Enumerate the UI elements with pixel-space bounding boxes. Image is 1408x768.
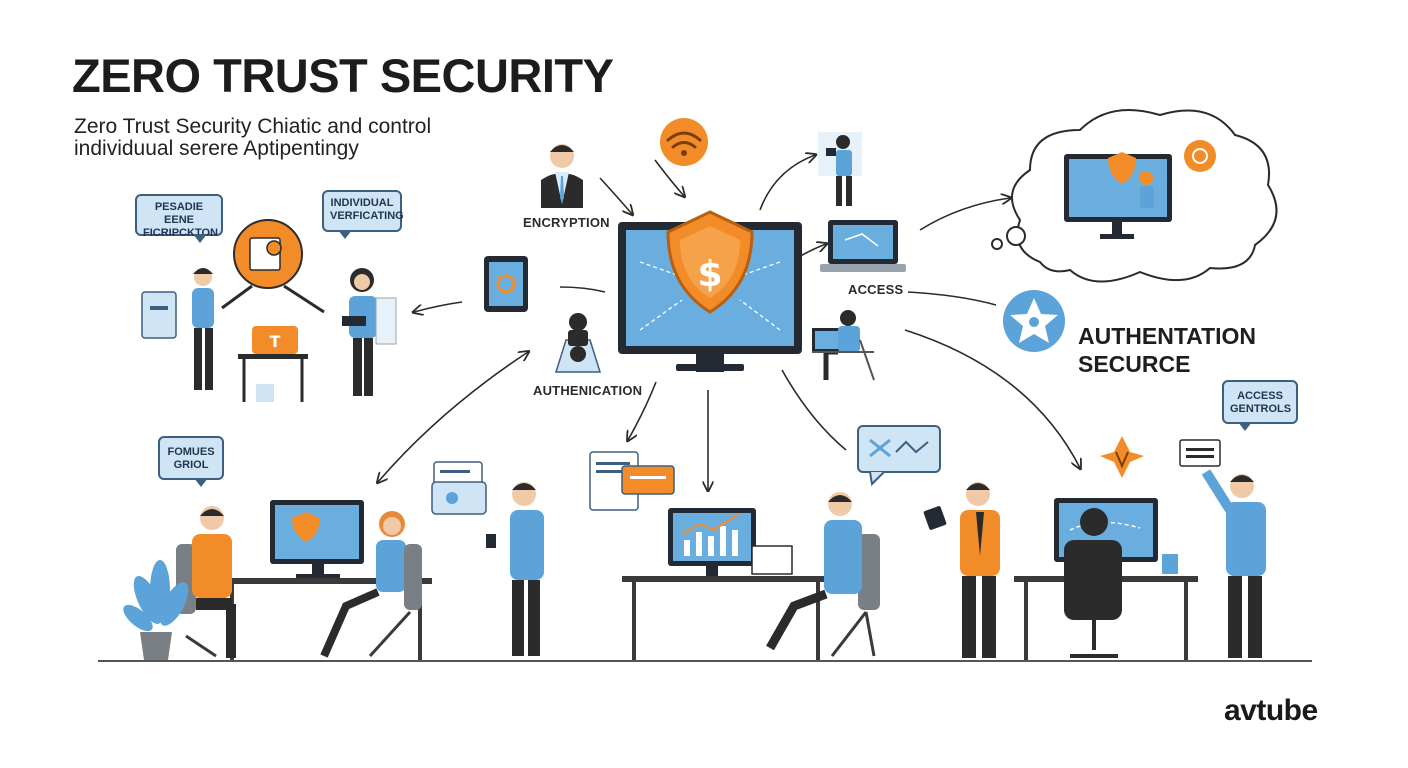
subtitle: Zero Trust Security Chiatic and control … — [74, 116, 494, 160]
brand-logo: avtube — [1224, 694, 1318, 727]
dollar-icon: $ — [697, 254, 722, 295]
bubble-top-left-line-2: FICRIPCKTON — [143, 227, 218, 239]
label-encryption: ENCRYPTION — [523, 215, 610, 230]
subtitle-line-2: individuual serere Aptipentingy — [74, 137, 359, 160]
label-authenication: AUTHENICATION — [533, 383, 643, 398]
laptop-icon — [820, 220, 906, 272]
label-access: ACCESS — [848, 282, 904, 297]
bubble-individual-line-1: INDIVIDUAL — [330, 197, 394, 209]
speech-bubble-individual: INDIVIDUAL VERFICATING — [322, 190, 404, 239]
star-badge-icon — [1003, 290, 1065, 352]
subtitle-line-1: Zero Trust Security Chiatic and control — [74, 115, 432, 138]
person-standing-phone — [431, 461, 544, 656]
speech-bubble-fomues: FOMUES GRIOL — [158, 436, 224, 487]
tablet-icon — [484, 256, 528, 312]
encryption-person — [541, 144, 583, 208]
verification-scene: T — [141, 219, 397, 402]
shield-icon — [666, 210, 754, 314]
person-pointing — [1179, 439, 1266, 658]
page-title: ZERO TRUST SECURITY — [72, 49, 614, 102]
speech-bubble-top-left: PESADIE EENE FICRIPCKTON — [135, 194, 223, 243]
bubble-fomues-line-1: FOMUES — [167, 446, 215, 458]
wifi-icon — [660, 118, 708, 166]
cloud-icon — [991, 109, 1278, 283]
bubble-fomues-line-2: GRIOL — [173, 459, 209, 471]
svg-text:T: T — [270, 332, 281, 351]
desk-left — [176, 500, 432, 660]
bubble-individual-line-2: VERFICATING — [330, 210, 404, 222]
label-authentation-line-1: AUTHENTATION — [1078, 323, 1257, 349]
central-monitor — [618, 222, 802, 372]
person-orange-tablet — [923, 482, 1000, 658]
desk-right — [1014, 498, 1198, 660]
label-authentation-securce: AUTHENTATION SECURCE — [1078, 322, 1256, 378]
bubble-access-controls-line-2: GENTROLS — [1230, 403, 1292, 415]
warning-star-icon — [1100, 436, 1144, 478]
bubble-access-controls-line-1: ACCESS — [1237, 390, 1283, 402]
bubble-top-left-line-1: PESADIE EENE — [154, 201, 204, 226]
person-seated-mid — [812, 310, 875, 381]
desk-center — [589, 451, 880, 660]
chart-bubble — [857, 425, 941, 487]
connector-arrows — [378, 155, 1080, 490]
label-authentation-line-2: SECURCE — [1078, 351, 1191, 377]
speech-bubble-access-controls: ACCESS GENTROLS — [1222, 380, 1298, 431]
lock-icon — [554, 313, 602, 373]
person-top-right — [818, 132, 862, 206]
plant-icon — [123, 560, 189, 660]
